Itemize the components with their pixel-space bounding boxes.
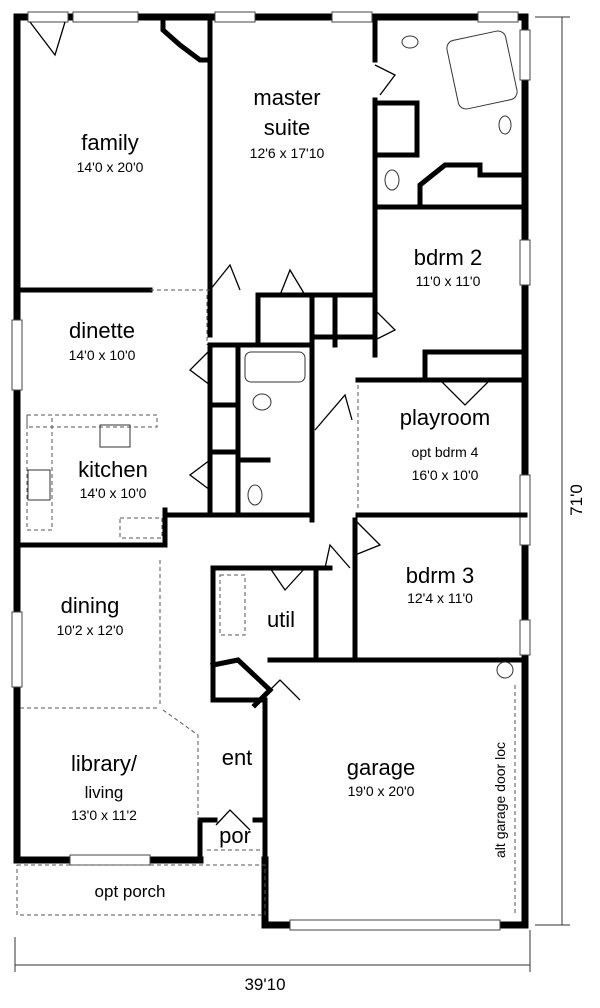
garage-door-note: alt garage door loc — [492, 742, 508, 858]
fixtures — [27, 30, 518, 679]
room-size: 11'0 x 11'0 — [416, 273, 481, 289]
room-size: 14'0 x 10'0 — [69, 347, 136, 363]
interior-walls — [14, 14, 528, 928]
room-master-suite: master suite 12'6 x 17'10 — [250, 85, 325, 161]
room-family: family 14'0 x 20'0 — [77, 130, 144, 175]
room-subtitle: opt bdrm 4 — [412, 444, 479, 460]
windows — [11, 11, 531, 931]
sink-icon — [247, 484, 263, 506]
room-ent: ent — [222, 745, 253, 770]
depth-label: 71'0 — [567, 484, 586, 516]
room-name: bdrm 2 — [414, 245, 482, 270]
width-dimension: 39'10 — [14, 930, 531, 994]
room-playroom: playroom opt bdrm 4 16'0 x 10'0 — [400, 405, 490, 483]
width-label: 39'10 — [244, 975, 285, 994]
room-size: 14'0 x 20'0 — [77, 159, 144, 175]
room-dinette: dinette 14'0 x 10'0 — [69, 318, 136, 363]
room-bdrm-3: bdrm 3 12'4 x 11'0 — [406, 563, 474, 606]
sink-icon — [498, 115, 512, 135]
room-por: por — [219, 823, 251, 848]
room-name: master — [253, 85, 320, 110]
kitchen-sink-icon — [99, 424, 131, 448]
room-garage: garage 19'0 x 20'0 alt garage door loc — [347, 742, 508, 858]
room-size: 16'0 x 10'0 — [412, 467, 479, 483]
room-bdrm-2: bdrm 2 11'0 x 11'0 — [414, 245, 482, 289]
room-name: por — [219, 823, 251, 848]
room-size: 12'4 x 11'0 — [407, 590, 473, 606]
stove-icon — [27, 469, 51, 501]
room-name: suite — [264, 115, 310, 140]
bathtub-icon — [244, 351, 306, 383]
dashed-lines — [16, 289, 516, 916]
room-name: bdrm 3 — [406, 563, 474, 588]
room-name: dinette — [69, 318, 135, 343]
room-name: opt porch — [95, 882, 166, 901]
room-name: kitchen — [78, 457, 148, 482]
bathtub-icon — [446, 30, 518, 110]
room-name: playroom — [400, 405, 490, 430]
room-size: 19'0 x 20'0 — [348, 783, 415, 799]
room-name: library/ — [71, 751, 138, 776]
room-name: ent — [222, 745, 253, 770]
toilet-icon — [252, 393, 272, 411]
doors — [29, 21, 491, 831]
room-opt-porch: opt porch — [95, 882, 166, 901]
room-library-living: library/ living 13'0 x 11'2 — [71, 751, 138, 823]
room-kitchen: kitchen 14'0 x 10'0 — [78, 457, 148, 501]
toilet-icon — [384, 169, 400, 191]
room-name: garage — [347, 755, 416, 780]
room-util: util — [267, 607, 295, 632]
room-size: 12'6 x 17'10 — [250, 145, 325, 161]
depth-dimension: 71'0 — [535, 16, 586, 926]
room-name: family — [81, 130, 138, 155]
room-name: living — [85, 783, 124, 802]
water-heater-icon — [496, 661, 514, 679]
room-size: 14'0 x 10'0 — [80, 485, 147, 501]
room-size: 13'0 x 11'2 — [71, 807, 137, 823]
room-name: dining — [61, 593, 120, 618]
sink-icon — [401, 35, 419, 49]
room-dining: dining 10'2 x 12'0 — [57, 593, 124, 638]
room-size: 10'2 x 12'0 — [57, 622, 124, 638]
room-name: util — [267, 607, 295, 632]
